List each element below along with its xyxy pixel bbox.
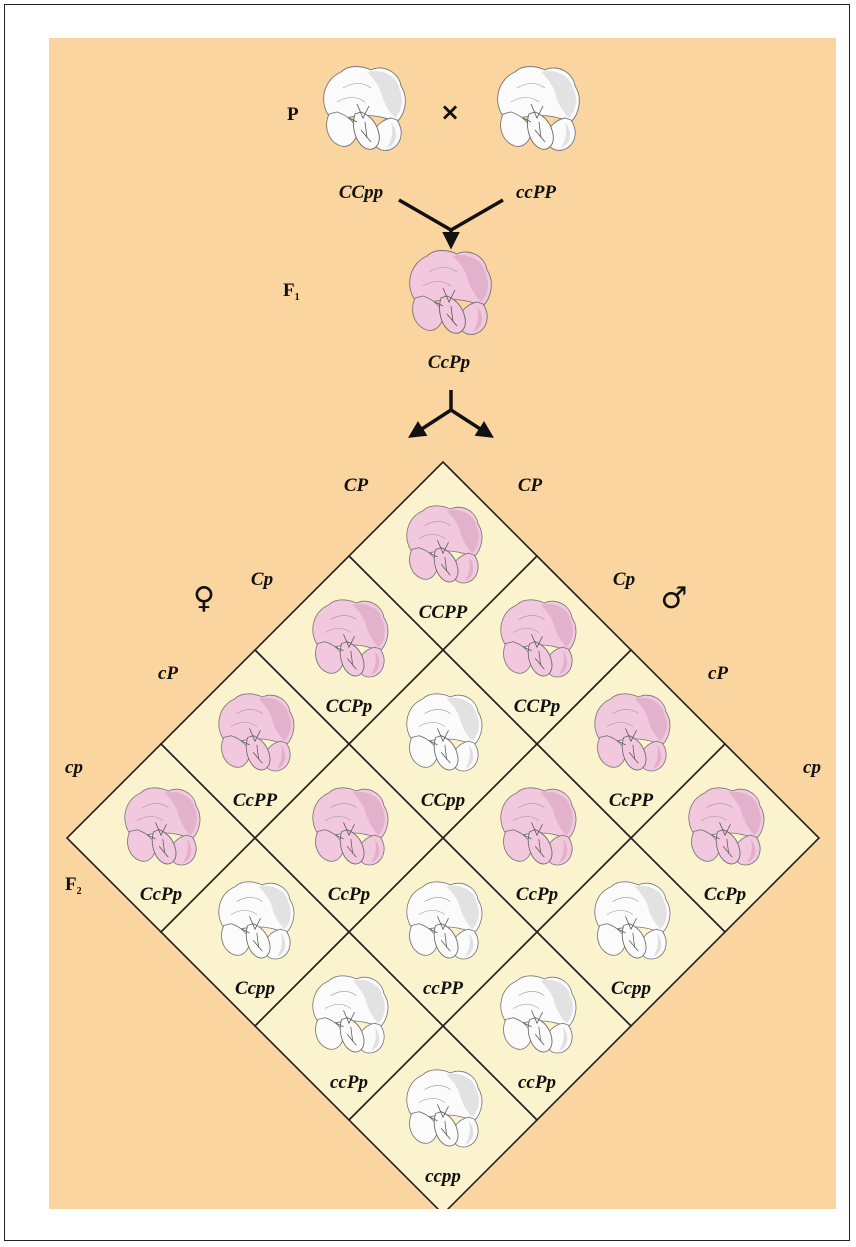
female-symbol-icon: ♀ [193, 581, 215, 616]
male-gamete-label: cP [708, 663, 728, 684]
offspring-genotype: Ccpp [235, 978, 275, 999]
offspring-flower-icon [501, 788, 576, 865]
offspring-flower-icon [501, 976, 576, 1053]
male-gamete-label: CP [518, 475, 543, 496]
offspring-genotype: CCPp [326, 696, 372, 717]
offspring-genotype: CCPP [419, 602, 468, 623]
offspring-genotype: ccPP [423, 978, 463, 999]
parent-right-flower-icon [498, 67, 580, 151]
offspring-genotype: CcPp [328, 884, 370, 905]
offspring-genotype: ccPp [330, 1072, 368, 1093]
offspring-genotype: CcPp [516, 884, 558, 905]
offspring-flower-icon [219, 882, 294, 959]
male-gamete-label: Cp [613, 569, 635, 590]
offspring-flower-icon [689, 788, 764, 865]
parent-left-genotype: CCpp [339, 182, 383, 203]
f1-flower-icon [410, 251, 492, 335]
offspring-genotype: Ccpp [611, 978, 651, 999]
f1-genotype: CcPp [428, 352, 470, 373]
cross-symbol: × [440, 98, 460, 126]
offspring-genotype: CcPp [140, 884, 182, 905]
offspring-flower-icon [595, 694, 670, 771]
female-gamete-label: cP [158, 663, 178, 684]
offspring-flower-icon [407, 506, 482, 583]
parent-right-genotype: ccPP [516, 182, 556, 203]
offspring-flower-icon [407, 882, 482, 959]
male-symbol-icon: ♂ [661, 581, 688, 616]
offspring-genotype: CCPp [514, 696, 560, 717]
offspring-flower-icon [313, 600, 388, 677]
offspring-genotype: CcPP [233, 790, 278, 811]
female-gamete-label: Cp [251, 569, 273, 590]
offspring-genotype: ccPp [518, 1072, 556, 1093]
offspring-flower-icon [219, 694, 294, 771]
offspring-flower-icon [313, 788, 388, 865]
offspring-genotype: CcPP [609, 790, 654, 811]
offspring-flower-icon [595, 882, 670, 959]
male-gamete-label: cp [803, 757, 821, 778]
offspring-flower-icon [313, 976, 388, 1053]
offspring-genotype: CCpp [421, 790, 465, 811]
offspring-flower-icon [407, 694, 482, 771]
offspring-flower-icon [407, 1070, 482, 1147]
offspring-genotype: ccpp [425, 1166, 461, 1187]
offspring-flower-icon [125, 788, 200, 865]
female-gamete-label: CP [344, 475, 369, 496]
parent-left-flower-icon [324, 67, 406, 151]
offspring-flower-icon [501, 600, 576, 677]
generation-label-p: P [287, 104, 299, 125]
female-gamete-label: cp [65, 757, 83, 778]
offspring-genotype: CcPp [704, 884, 746, 905]
